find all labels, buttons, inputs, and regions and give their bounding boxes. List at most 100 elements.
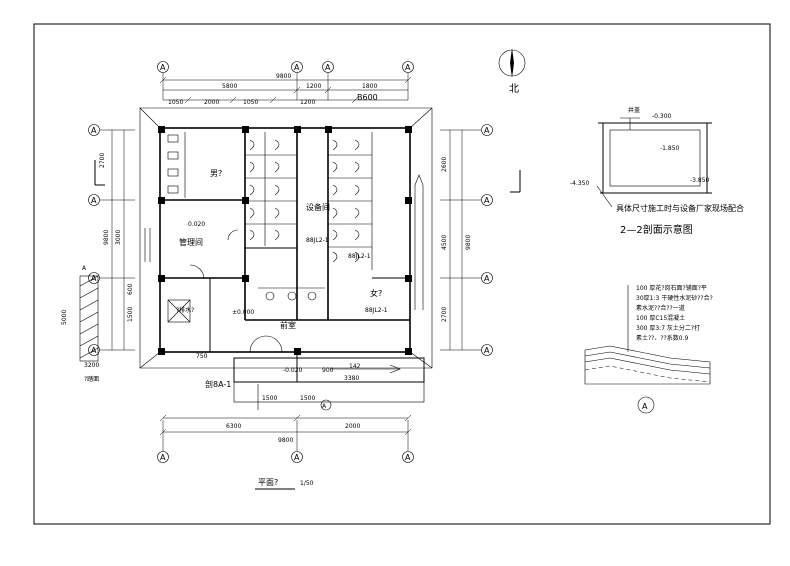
wash-basins [258, 287, 325, 301]
svg-text:A: A [484, 346, 490, 355]
svg-text:A: A [405, 453, 411, 462]
building-plan: 男? 女? 设备间 管理间 前室 ?排水? 88JL2-1 88JL2-1 88… [139, 107, 433, 369]
axis-leaders [100, 73, 481, 451]
room-women-label: 女? [370, 288, 382, 298]
room-foyer-label: 前室 [280, 320, 296, 330]
right-dimensions: 2600 4500 2700 9800 [441, 130, 472, 350]
detail-marker-label: A [642, 402, 648, 411]
axis-bubbles-top: A A A A [157, 61, 414, 73]
dim-bottom-seg-1: 6300 [226, 423, 241, 430]
door-swing [189, 264, 205, 280]
dim-top-seg-2: 1200 [306, 83, 321, 90]
dim-top-overall: 9800 [276, 73, 291, 80]
svg-text:-1.850: -1.850 [660, 145, 680, 152]
svg-text:A: A [160, 453, 166, 462]
svg-text:2000: 2000 [204, 99, 219, 106]
svg-text:750: 750 [196, 353, 208, 360]
svg-text:2600: 2600 [441, 157, 448, 172]
detail-marker [637, 396, 655, 414]
svg-text:A: A [91, 126, 97, 135]
north-arrow: 北 [498, 48, 526, 95]
axis-bubbles-bottom: A A A [157, 451, 414, 463]
left-dimensions: 2700 3000 9800 1500 600 [99, 130, 134, 350]
svg-text:1200: 1200 [300, 99, 315, 106]
section-top-label: 井盖 [628, 106, 640, 114]
left-hatched-block: 5000 3200 ?踏面 A [61, 265, 99, 383]
svg-text:A: A [160, 63, 166, 72]
plan-title: 平面? [258, 478, 278, 487]
right-stair [414, 174, 424, 310]
layer-detail: 100 厚花?岗石面?铺面?平 30厚1:3 干硬性水泥砂??合? 素水泥??合… [584, 284, 713, 414]
svg-text:A: A [484, 126, 490, 135]
section-title: 2—2剖面示意图 [620, 223, 693, 236]
room-drain-label: ?排水? [176, 306, 194, 314]
entrance-ramp: -0.020 3380 142 剖8A-1 A [205, 352, 425, 411]
svg-text:1500: 1500 [300, 395, 315, 402]
section-markers [94, 160, 521, 193]
svg-text:2700: 2700 [441, 307, 448, 322]
top-dimensions: 9800 5800 1200 1800 1050 2000 1050 1200 … [159, 73, 412, 106]
svg-text:900: 900 [322, 367, 334, 374]
svg-text:600: 600 [127, 283, 134, 295]
layer-2: 30厚1:3 干硬性水泥砂??合? [636, 294, 713, 302]
bottom-dimensions: 6300 2000 9800 750 1500 1500 900 [159, 353, 412, 444]
svg-text:1500: 1500 [127, 307, 134, 322]
svg-text:A: A [82, 265, 87, 272]
level-label: 0.020 [188, 221, 205, 228]
svg-text:1500: 1500 [262, 395, 277, 402]
room-management-label: 管理间 [179, 237, 203, 247]
plan-title-block: 平面? 1/50 [255, 478, 314, 490]
svg-text:-3.850: -3.850 [690, 177, 710, 184]
svg-text:A: A [405, 63, 411, 72]
toilet-stalls-men [245, 132, 297, 246]
svg-text:A: A [484, 274, 490, 283]
axis-bubbles-right: A A A A [481, 124, 493, 356]
dim-top-seg-3: 1800 [362, 83, 377, 90]
detail-note: 88JL2-1 [348, 253, 371, 260]
svg-text:142: 142 [349, 363, 361, 370]
svg-text:A: A [322, 403, 327, 410]
svg-text:A: A [294, 453, 300, 462]
stair-label: ?踏面 [84, 375, 99, 383]
svg-text:-4.350: -4.350 [570, 180, 590, 187]
svg-text:2700: 2700 [99, 153, 106, 168]
svg-text:88JL2-1: 88JL2-1 [365, 307, 388, 314]
dim-top-seg-1: 5800 [222, 83, 237, 90]
callout-b600: B600 [357, 93, 378, 102]
svg-text:-0.300: -0.300 [652, 113, 672, 120]
outer-wall [159, 127, 411, 353]
dim-bottom-overall: 9800 [278, 437, 293, 444]
layer-1: 100 厚花?岗石面?铺面?平 [636, 284, 707, 292]
layer-3: 素水泥??合??一道 [636, 304, 685, 312]
svg-text:4500: 4500 [441, 235, 448, 250]
svg-text:A: A [325, 63, 331, 72]
svg-text:1050: 1050 [168, 99, 183, 106]
svg-text:A: A [484, 196, 490, 205]
svg-text:1050: 1050 [243, 99, 258, 106]
svg-text:A: A [294, 63, 300, 72]
svg-text:9800: 9800 [465, 235, 472, 250]
room-men-label: 男? [210, 169, 222, 178]
section-note: 具体尺寸施工时与设备厂家现场配合 [616, 203, 744, 213]
toilet-stalls-women [328, 132, 373, 270]
north-label: 北 [509, 83, 519, 95]
svg-text:A: A [91, 196, 97, 205]
layer-5: 300 厚3:7 灰土分二?打 [636, 324, 700, 332]
svg-text:88JL2-1: 88JL2-1 [306, 237, 329, 244]
plan-scale: 1/50 [300, 480, 314, 487]
svg-text:-0.020: -0.020 [283, 367, 303, 374]
svg-text:3000: 3000 [115, 230, 122, 245]
svg-text:3380: 3380 [344, 375, 359, 382]
section-ref-label: 剖8A-1 [205, 379, 231, 389]
layer-6: 素土??、??系数0.9 [636, 334, 688, 342]
layer-4: 100 厚C15混凝土 [636, 314, 685, 322]
svg-text:3200: 3200 [84, 362, 99, 369]
svg-text:±0.000: ±0.000 [232, 309, 254, 316]
svg-text:9800: 9800 [103, 230, 110, 245]
left-vestibule [144, 228, 151, 262]
urinals [167, 132, 186, 198]
sheet-border [33, 23, 771, 525]
dim-bottom-seg-2: 2000 [345, 423, 360, 430]
